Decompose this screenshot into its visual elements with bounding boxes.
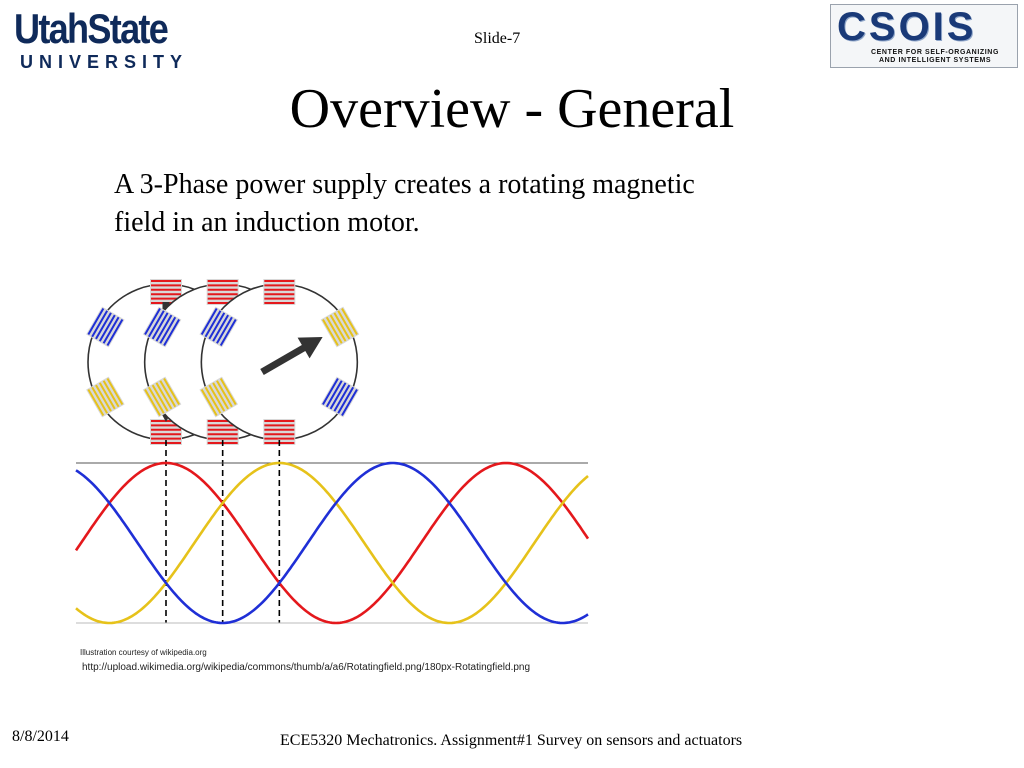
coil-yellow-lower-left-2-winding-2 xyxy=(147,386,165,414)
coil-yellow-lower-left-1-winding-2 xyxy=(91,386,109,414)
coil-yellow-upper-right-3-winding-5 xyxy=(325,316,343,344)
footer-date: 8/8/2014 xyxy=(12,728,69,745)
coil-blue-upper-left-1-winding-3 xyxy=(95,312,112,340)
image-credit: Illustration courtesy of wikipedia.org xyxy=(80,648,207,657)
coil-blue-upper-left-3-winding-4 xyxy=(212,314,229,342)
phase-curve-3 xyxy=(75,461,589,625)
coil-yellow-lower-left-1-winding-3 xyxy=(95,384,112,412)
coil-blue-lower-right-3-winding-4 xyxy=(329,382,347,410)
coil-yellow-lower-left-2-winding-1 xyxy=(144,389,161,416)
coil-blue-upper-left-1-winding-1 xyxy=(87,308,105,335)
coil-blue-upper-left-2-winding-1 xyxy=(144,308,161,335)
field-arrow-3 xyxy=(260,337,323,376)
coil-yellow-lower-left-1-winding-4 xyxy=(98,382,116,410)
body-text: A 3-Phase power supply creates a rotatin… xyxy=(114,169,695,238)
coil-yellow-lower-left-1-core xyxy=(86,376,125,418)
coil-blue-upper-left-1-winding-4 xyxy=(98,314,116,342)
coil-yellow-upper-right-3 xyxy=(320,306,360,348)
field-arrow-shaft-3 xyxy=(260,341,311,376)
csois-logo: CSOIS CENTER FOR SELF-ORGANIZING AND INT… xyxy=(830,4,1018,68)
coil-blue-upper-left-2-core xyxy=(142,306,182,348)
coil-yellow-lower-left-2-winding-6 xyxy=(163,378,180,405)
usu-logo-line2: UNIVERSITY xyxy=(20,52,189,72)
coil-red-top-3 xyxy=(263,279,296,305)
coil-yellow-lower-left-2-winding-4 xyxy=(155,382,173,410)
coil-yellow-lower-left-3-winding-1 xyxy=(200,389,218,416)
motor-stator-group xyxy=(86,279,360,445)
csois-logo-subtitle-1: CENTER FOR SELF-ORGANIZING xyxy=(871,49,999,56)
slide-title: Overview - General xyxy=(289,78,735,140)
coil-yellow-lower-left-1-winding-1 xyxy=(87,389,105,416)
coil-yellow-lower-left-3-winding-5 xyxy=(216,380,233,408)
coil-blue-upper-left-3-winding-1 xyxy=(200,308,218,335)
coil-yellow-upper-right-3-core xyxy=(320,306,360,348)
coil-blue-upper-left-3-winding-6 xyxy=(219,319,237,346)
source-url: http://upload.wikimedia.org/wikipedia/co… xyxy=(82,662,531,673)
coil-blue-lower-right-3-winding-3 xyxy=(333,384,351,412)
footer-text: ECE5320 Mechatronics. Assignment#1 Surve… xyxy=(280,732,743,749)
phase-curve-2 xyxy=(75,461,589,625)
coil-yellow-upper-right-3-winding-1 xyxy=(341,308,358,335)
coil-yellow-lower-left-3-core xyxy=(199,376,238,418)
coil-yellow-lower-left-3-winding-2 xyxy=(204,386,222,414)
rotating-field-diagram xyxy=(74,279,590,625)
coil-yellow-upper-right-3-winding-6 xyxy=(322,319,339,346)
coil-blue-upper-left-1-core xyxy=(86,306,125,348)
three-phase-waveform xyxy=(74,440,590,625)
coil-blue-lower-right-3 xyxy=(320,376,360,418)
coil-yellow-lower-left-1-winding-5 xyxy=(102,380,120,408)
coil-blue-lower-right-3-winding-5 xyxy=(325,380,343,408)
coil-yellow-lower-left-1 xyxy=(86,376,125,418)
coil-red-top-3-core xyxy=(263,279,296,305)
coil-yellow-lower-left-2 xyxy=(142,376,182,418)
coil-blue-upper-left-3-winding-2 xyxy=(204,310,222,338)
coil-blue-upper-left-2 xyxy=(142,306,182,348)
coil-yellow-lower-left-3-winding-6 xyxy=(219,378,237,405)
coil-blue-upper-left-1-winding-5 xyxy=(102,316,120,344)
coil-blue-upper-left-1 xyxy=(86,306,125,348)
coil-blue-upper-left-2-winding-3 xyxy=(151,312,169,340)
coil-blue-upper-left-2-winding-6 xyxy=(163,319,180,346)
coil-blue-upper-left-2-winding-4 xyxy=(155,314,173,342)
coil-blue-upper-left-1-winding-2 xyxy=(91,310,109,338)
coil-yellow-lower-left-2-core xyxy=(142,376,182,418)
coil-yellow-lower-left-2-winding-3 xyxy=(151,384,169,412)
coil-yellow-lower-left-3-winding-3 xyxy=(208,384,226,412)
coil-blue-lower-right-3-winding-2 xyxy=(337,386,355,414)
coil-blue-lower-right-3-core xyxy=(320,376,360,418)
coil-yellow-lower-left-1-winding-6 xyxy=(106,378,124,405)
coil-blue-upper-left-3-winding-5 xyxy=(216,316,233,344)
coil-yellow-upper-right-3-winding-2 xyxy=(337,310,355,338)
coil-blue-upper-left-3 xyxy=(199,306,238,348)
usu-logo-line1: UtahState xyxy=(14,5,169,52)
coil-yellow-lower-left-3-winding-4 xyxy=(212,382,229,410)
coil-blue-upper-left-3-winding-3 xyxy=(208,312,226,340)
coil-blue-upper-left-2-winding-2 xyxy=(147,310,165,338)
coil-yellow-upper-right-3-winding-4 xyxy=(329,314,347,342)
coil-blue-lower-right-3-winding-6 xyxy=(322,378,339,405)
csois-logo-subtitle-2: AND INTELLIGENT SYSTEMS xyxy=(879,57,992,64)
motor-3 xyxy=(199,279,360,445)
coil-blue-upper-left-2-winding-5 xyxy=(159,316,177,344)
csois-logo-text: CSOIS xyxy=(837,5,977,49)
phase-curve-1 xyxy=(74,461,590,625)
coil-blue-upper-left-3-core xyxy=(199,306,238,348)
slide-number: Slide-7 xyxy=(474,30,521,47)
coil-blue-upper-left-1-winding-6 xyxy=(106,319,124,346)
coil-blue-lower-right-3-winding-1 xyxy=(341,389,358,416)
field-arrow-head-3 xyxy=(297,337,323,359)
coil-yellow-upper-right-3-winding-3 xyxy=(333,312,351,340)
coil-yellow-lower-left-2-winding-5 xyxy=(159,380,177,408)
coil-yellow-lower-left-3 xyxy=(199,376,238,418)
